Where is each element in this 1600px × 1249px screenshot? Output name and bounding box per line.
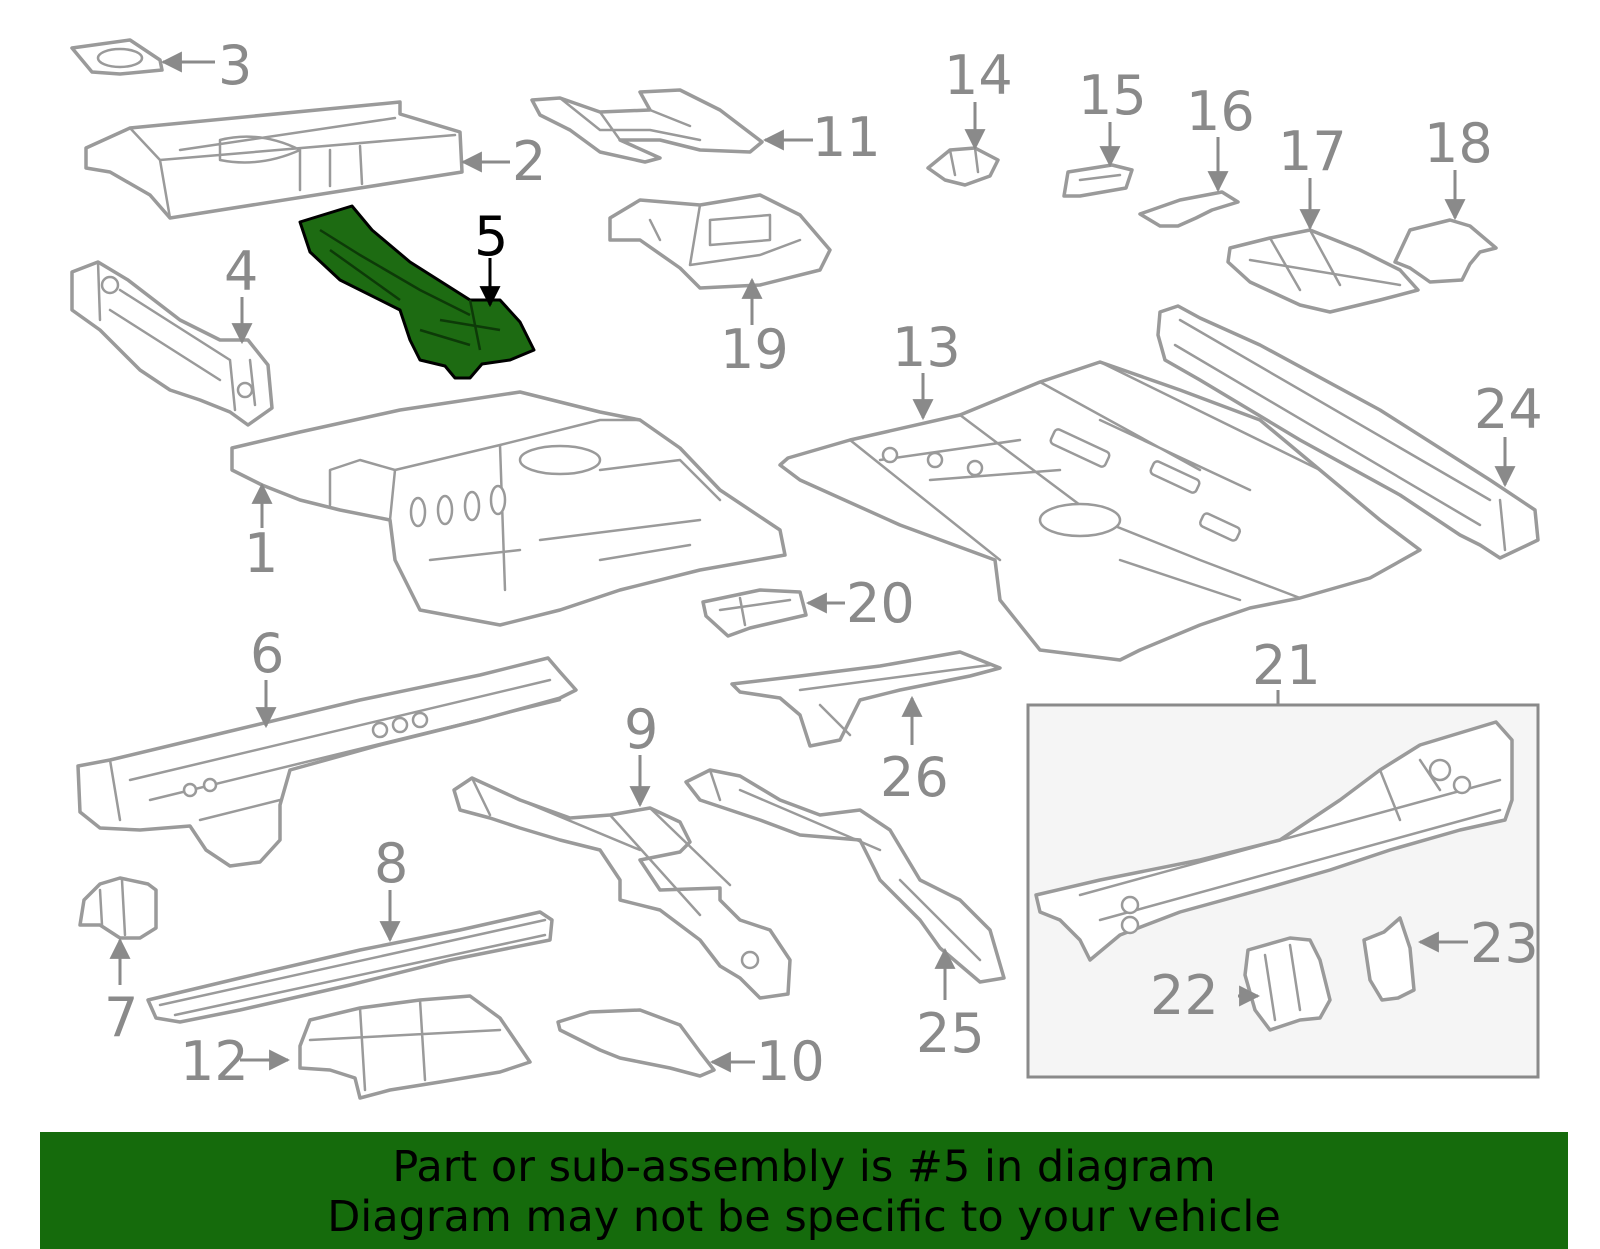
callout-21[interactable]: 21 xyxy=(1252,634,1321,697)
callout-23[interactable]: 23 xyxy=(1470,912,1539,975)
part-15[interactable] xyxy=(1062,163,1134,198)
callout-9[interactable]: 9 xyxy=(624,698,658,761)
part-4[interactable] xyxy=(70,260,274,427)
part-22[interactable] xyxy=(1243,936,1332,1032)
part-24[interactable] xyxy=(1156,304,1540,560)
part-8[interactable] xyxy=(146,910,554,1024)
callout-3[interactable]: 3 xyxy=(218,34,252,97)
info-banner: Part or sub-assembly is #5 in diagram Di… xyxy=(40,1132,1568,1249)
callout-17[interactable]: 17 xyxy=(1278,120,1347,183)
banner-part-note: Part or sub-assembly is #5 in diagram xyxy=(392,1142,1216,1192)
callout-7[interactable]: 7 xyxy=(104,986,138,1049)
part-9[interactable] xyxy=(452,776,792,1000)
part-6[interactable] xyxy=(76,656,578,868)
callout-24[interactable]: 24 xyxy=(1474,378,1543,441)
part-7[interactable] xyxy=(78,876,158,940)
callout-11[interactable]: 11 xyxy=(812,106,881,169)
callout-labels: 3 2 11 4 5 19 1 13 14 15 16 17 18 24 20 … xyxy=(104,34,1543,1093)
leader-lines xyxy=(109,51,1516,1073)
callout-18[interactable]: 18 xyxy=(1424,112,1493,175)
part-3[interactable] xyxy=(70,38,164,76)
callout-4[interactable]: 4 xyxy=(224,240,258,303)
banner-disclaimer: Diagram may not be specific to your vehi… xyxy=(327,1192,1281,1242)
part-2[interactable] xyxy=(84,100,464,220)
callout-5[interactable]: 5 xyxy=(474,205,508,268)
callout-2[interactable]: 2 xyxy=(512,130,546,193)
callout-16[interactable]: 16 xyxy=(1186,80,1255,143)
part-12[interactable] xyxy=(298,994,532,1100)
part-19[interactable] xyxy=(608,193,832,290)
callout-25[interactable]: 25 xyxy=(916,1002,985,1065)
callout-13[interactable]: 13 xyxy=(892,316,961,379)
callout-14[interactable]: 14 xyxy=(944,44,1013,107)
part-14[interactable] xyxy=(926,146,1000,187)
part-23[interactable] xyxy=(1362,916,1416,1002)
callout-8[interactable]: 8 xyxy=(374,832,408,895)
callout-15[interactable]: 15 xyxy=(1078,64,1147,127)
callout-10[interactable]: 10 xyxy=(756,1030,825,1093)
part-20[interactable] xyxy=(701,588,808,638)
part-21[interactable] xyxy=(1034,720,1514,962)
callout-1[interactable]: 1 xyxy=(244,522,278,585)
part-26[interactable] xyxy=(730,650,1002,748)
callout-19[interactable]: 19 xyxy=(720,318,789,381)
callout-20[interactable]: 20 xyxy=(846,572,915,635)
part-11[interactable] xyxy=(530,88,764,164)
callout-22[interactable]: 22 xyxy=(1150,964,1219,1027)
part-1[interactable] xyxy=(230,390,787,627)
part-5-highlighted[interactable] xyxy=(298,204,536,380)
part-17[interactable] xyxy=(1226,228,1420,314)
part-16[interactable] xyxy=(1138,190,1240,228)
callout-12[interactable]: 12 xyxy=(180,1030,249,1093)
part-13[interactable] xyxy=(778,360,1422,662)
part-18[interactable] xyxy=(1393,218,1498,284)
part-25[interactable] xyxy=(684,768,1006,984)
part-10[interactable] xyxy=(556,1008,716,1078)
callout-26[interactable]: 26 xyxy=(880,746,949,809)
callout-6[interactable]: 6 xyxy=(250,622,284,685)
